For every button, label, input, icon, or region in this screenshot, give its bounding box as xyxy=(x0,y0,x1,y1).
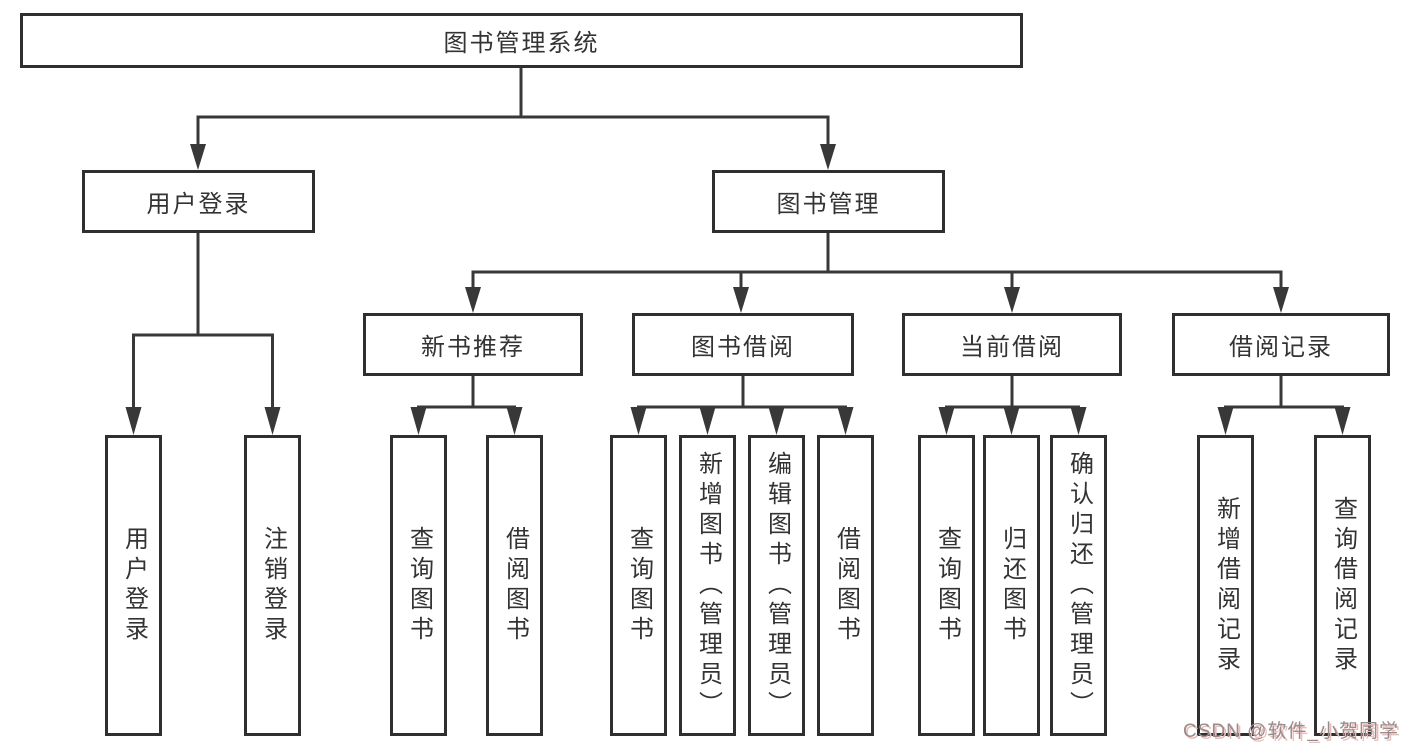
node-label: 图书管理 xyxy=(776,191,881,218)
csdn-watermark: CSDN @软件_小贺同学 xyxy=(1183,721,1399,742)
node-label: 查询图书 xyxy=(405,525,433,646)
leaf-query-borrow-record: 查询借阅记录 xyxy=(1314,435,1371,736)
node-current-borrow: 当前借阅 xyxy=(902,313,1122,376)
node-label: 查询图书 xyxy=(933,525,961,646)
leaf-query-books-current: 查询图书 xyxy=(918,435,975,736)
leaf-add-books-admin: 新增图书（管理员） xyxy=(679,435,736,736)
node-label: 图书借阅 xyxy=(691,334,795,361)
node-label: 新书推荐 xyxy=(421,334,525,361)
node-library-management-system: 图书管理系统 xyxy=(20,13,1023,68)
leaf-user-login: 用户登录 xyxy=(105,435,162,736)
node-label: 借阅记录 xyxy=(1229,334,1333,361)
node-borrow-records: 借阅记录 xyxy=(1172,313,1390,376)
node-label: 查询借阅记录 xyxy=(1329,495,1357,676)
node-label: 借阅图书 xyxy=(832,525,860,646)
node-label: 借阅图书 xyxy=(501,525,529,646)
leaf-confirm-return-admin: 确认归还（管理员） xyxy=(1050,435,1107,736)
leaf-query-books-recommend: 查询图书 xyxy=(390,435,447,736)
node-label: 确认归还（管理员） xyxy=(1065,450,1093,721)
leaf-borrow-books-recommend: 借阅图书 xyxy=(486,435,543,736)
node-label: 用户登录 xyxy=(146,191,251,218)
node-label: 新增图书（管理员） xyxy=(694,450,722,721)
leaf-borrow-books: 借阅图书 xyxy=(817,435,874,736)
node-user-login: 用户登录 xyxy=(82,170,315,233)
node-book-borrow: 图书借阅 xyxy=(632,313,854,376)
node-new-book-recommend: 新书推荐 xyxy=(363,313,583,376)
node-label: 新增借阅记录 xyxy=(1212,495,1240,676)
leaf-add-borrow-record: 新增借阅记录 xyxy=(1197,435,1254,736)
node-label: 注销登录 xyxy=(259,525,287,646)
node-label: 查询图书 xyxy=(625,525,653,646)
node-label: 编辑图书（管理员） xyxy=(763,450,791,721)
node-label: 用户登录 xyxy=(120,525,148,646)
node-label: 当前借阅 xyxy=(960,334,1064,361)
node-book-management: 图书管理 xyxy=(712,170,945,233)
leaf-edit-books-admin: 编辑图书（管理员） xyxy=(748,435,805,736)
leaf-return-books: 归还图书 xyxy=(983,435,1040,736)
node-label: 归还图书 xyxy=(998,525,1026,646)
leaf-logout: 注销登录 xyxy=(244,435,301,736)
node-label: 图书管理系统 xyxy=(443,30,600,57)
leaf-query-books-borrow: 查询图书 xyxy=(610,435,667,736)
